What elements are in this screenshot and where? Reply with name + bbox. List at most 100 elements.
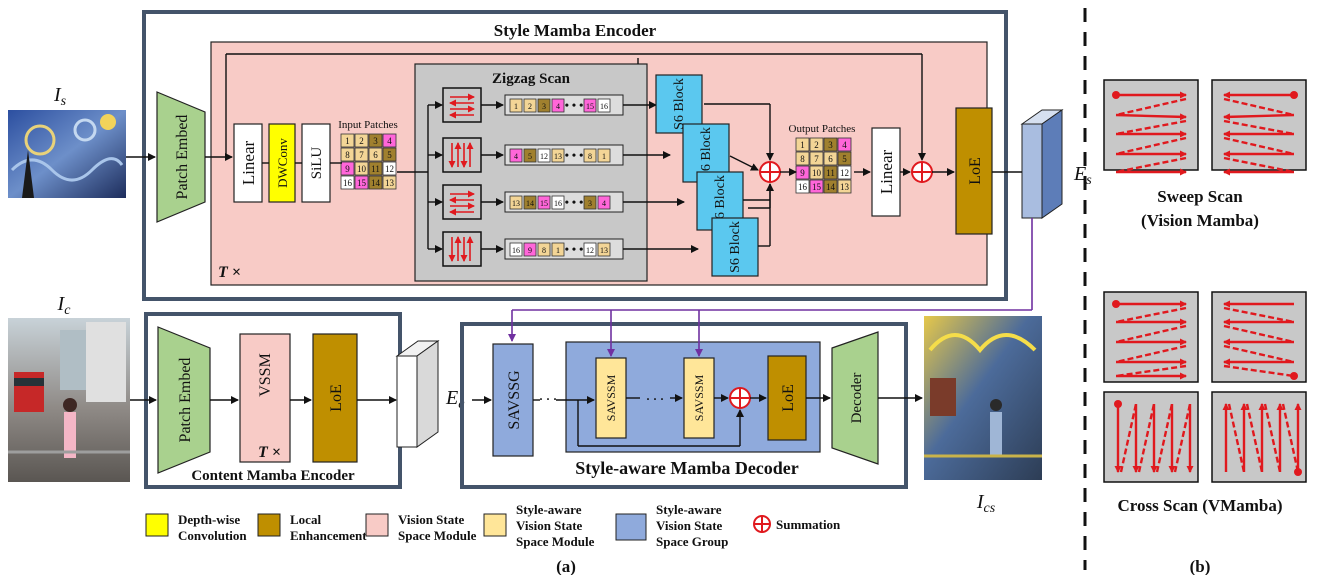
svg-text:5: 5: [842, 154, 847, 164]
svg-text:Local: Local: [290, 512, 321, 527]
svg-text:S6 Block: S6 Block: [713, 175, 728, 227]
svg-text:• • •: • • •: [565, 98, 584, 112]
style-image-label: Is: [53, 84, 67, 109]
sequence-cell: 12: [583, 242, 597, 257]
patch-cell: 16: [795, 179, 810, 194]
patch-cell: 6: [368, 147, 383, 162]
zigzag-pattern-icon: [449, 93, 475, 119]
patch-cell: 6: [823, 151, 838, 166]
svg-text:9: 9: [528, 246, 532, 255]
svg-text:Style-aware: Style-aware: [516, 502, 582, 517]
svg-text:6: 6: [828, 154, 833, 164]
style-encoder-title: Style Mamba Encoder: [494, 21, 657, 40]
s6-block: S6 Block: [655, 74, 703, 134]
svg-text:Depth-wise: Depth-wise: [178, 512, 240, 527]
svg-text:Vision State: Vision State: [398, 512, 465, 527]
silu-label: SiLU: [309, 147, 325, 180]
sequence-cell: 3: [537, 98, 551, 113]
patch-cell: 2: [809, 137, 824, 152]
sequence-cell: 16: [509, 242, 523, 257]
scan-comparison-panel: [1103, 79, 1307, 483]
svg-text:10: 10: [357, 164, 367, 174]
svg-text:Space Group: Space Group: [656, 534, 728, 549]
svg-text:4: 4: [602, 199, 606, 208]
svg-text:S6 Block: S6 Block: [672, 78, 687, 130]
patch-cell: 15: [809, 179, 824, 194]
summation-node-decoder: [729, 387, 751, 409]
svg-text:Summation: Summation: [776, 517, 841, 532]
stylized-output-label: Ics: [976, 491, 996, 516]
patch-cell: 2: [354, 133, 369, 148]
zigzag-pattern-icon: [448, 142, 474, 168]
zigzag-pattern-icon: [449, 190, 475, 216]
svg-text:Space Module: Space Module: [516, 534, 595, 549]
svg-text:11: 11: [371, 164, 380, 174]
patch-cell: 11: [823, 165, 838, 180]
style-conditioning-path: [508, 218, 1033, 357]
es-label: Es: [1073, 163, 1092, 188]
savssm-label-2: SAVSSM: [692, 374, 706, 421]
svg-text:13: 13: [385, 178, 395, 188]
style-encoder-frame: [142, 10, 1008, 301]
svg-text:Vision State: Vision State: [656, 518, 723, 533]
patch-cell: 11: [368, 161, 383, 176]
patch-cell: 7: [354, 147, 369, 162]
vssm-label: VSSM: [257, 353, 274, 397]
patch-cell: 9: [340, 161, 355, 176]
sequence-cell: 8: [537, 242, 551, 257]
style-repeat-label: T ×: [218, 264, 241, 281]
vssm-block: [239, 333, 291, 463]
svg-text:1: 1: [514, 102, 518, 111]
savssg-label: SAVSSG: [506, 370, 523, 430]
svg-text:16: 16: [600, 102, 608, 111]
svg-text:2: 2: [359, 136, 364, 146]
patch-cell: 1: [340, 133, 355, 148]
svg-text:4: 4: [387, 136, 392, 146]
sequence-cell: 8: [583, 148, 597, 163]
svg-text:16: 16: [554, 199, 562, 208]
svg-text:Convolution: Convolution: [178, 528, 247, 543]
decoder-title: Style-aware Mamba Decoder: [575, 458, 799, 478]
patch-cell: 16: [340, 175, 355, 190]
patch-cell: 1: [795, 137, 810, 152]
svg-text:13: 13: [554, 152, 562, 161]
zigzag-scan-title: Zigzag Scan: [492, 71, 571, 87]
svg-text:Style-aware: Style-aware: [656, 502, 722, 517]
content-patch-embed-label: Patch Embed: [177, 358, 194, 443]
svg-text:10: 10: [812, 168, 822, 178]
style-linear-2: [871, 127, 901, 217]
svg-text:1: 1: [345, 136, 350, 146]
sequence-cell: 15: [583, 98, 597, 113]
svg-text:15: 15: [812, 182, 822, 192]
svg-text:14: 14: [526, 199, 534, 208]
content-loe-label: LoE: [328, 384, 345, 412]
svg-text:12: 12: [385, 164, 394, 174]
zigzag-pattern-icon: [448, 236, 474, 262]
svg-text:9: 9: [345, 164, 350, 174]
sequence-cell: 4: [551, 98, 565, 113]
input-patches-label: Input Patches: [338, 119, 398, 131]
svg-text:14: 14: [371, 178, 381, 188]
sequence-cell: 3: [583, 195, 597, 210]
svg-text:4: 4: [514, 152, 518, 161]
content-patch-embed: [157, 326, 211, 474]
svg-text:S6 Block: S6 Block: [699, 127, 714, 179]
patch-cell: 3: [823, 137, 838, 152]
content-image: [8, 318, 130, 482]
sequence-cell: 13: [509, 195, 523, 210]
decoder-loe-label: LoE: [780, 384, 797, 412]
svg-text:5: 5: [387, 150, 392, 160]
svg-text:3: 3: [828, 140, 833, 150]
caption-b: (b): [1190, 557, 1211, 575]
patch-cell: 5: [382, 147, 397, 162]
content-image-label: Ic: [57, 293, 72, 318]
svg-text:8: 8: [542, 246, 546, 255]
